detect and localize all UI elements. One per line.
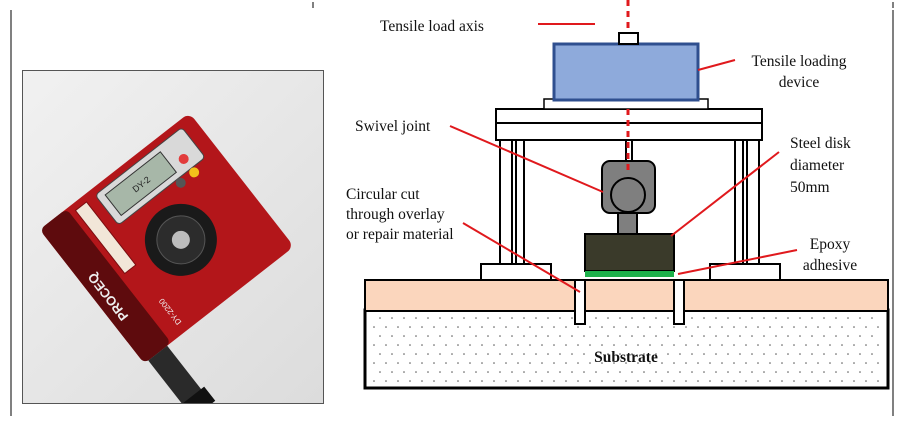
tester-scale xyxy=(74,201,137,275)
frame-foot-right xyxy=(709,263,781,281)
label-circular-cut-2: through overlay xyxy=(346,206,445,223)
tester-lcd xyxy=(104,151,178,217)
overlay-right xyxy=(683,279,889,312)
label-circular-cut-3: or repair material xyxy=(346,226,454,243)
overlay-core xyxy=(584,279,675,312)
tester-button-grey xyxy=(175,177,186,188)
tensile-loading-device xyxy=(552,42,700,102)
label-steel-disk-3: 50mm xyxy=(790,179,830,196)
frame-foot-left xyxy=(480,263,552,281)
steel-disk xyxy=(584,233,675,272)
pull-off-tester-photo: PROCEQ DY-2 DY-2200 xyxy=(22,70,324,404)
leader-loading-device xyxy=(697,59,736,71)
tester-leg xyxy=(148,345,205,403)
swivel-stem xyxy=(617,212,638,236)
leader-circular-cut xyxy=(462,222,581,293)
overlay-left xyxy=(364,279,576,312)
label-loading-device-2: device xyxy=(779,74,820,91)
substrate-stipple xyxy=(373,317,879,382)
label-epoxy-2: adhesive xyxy=(803,257,857,274)
tester-leg-foot xyxy=(178,386,216,403)
leader-swivel xyxy=(449,125,604,193)
tester-spindle xyxy=(171,230,190,249)
leader-epoxy xyxy=(677,249,798,275)
frame-leg-right-outer xyxy=(746,139,760,265)
label-epoxy-1: Epoxy xyxy=(810,236,851,253)
circular-cut-left xyxy=(574,279,586,325)
frame-leg-left-inner xyxy=(515,139,525,265)
label-swivel-joint: Swivel joint xyxy=(355,118,431,135)
substrate-label: Substrate xyxy=(594,349,658,366)
leader-steel-disk xyxy=(670,151,780,237)
label-circular-cut-1: Circular cut xyxy=(346,186,420,203)
tester-device-illustration: PROCEQ DY-2 DY-2200 xyxy=(42,115,291,403)
frame-leg-right-inner xyxy=(734,139,744,265)
swivel-ball xyxy=(610,177,646,213)
tester-button-yellow xyxy=(189,167,200,178)
label-tensile-load-axis: Tensile load axis xyxy=(380,18,484,35)
tester-button-red xyxy=(178,153,189,164)
circular-cut-right xyxy=(673,279,685,325)
loading-device-stub xyxy=(618,32,639,45)
tester-side-panel xyxy=(42,211,169,362)
label-steel-disk-1: Steel disk xyxy=(790,135,851,152)
epoxy-layer xyxy=(585,271,674,277)
label-steel-disk-2: diameter xyxy=(790,157,845,174)
label-loading-device-1: Tensile loading xyxy=(752,53,847,70)
substrate-block xyxy=(363,308,890,390)
